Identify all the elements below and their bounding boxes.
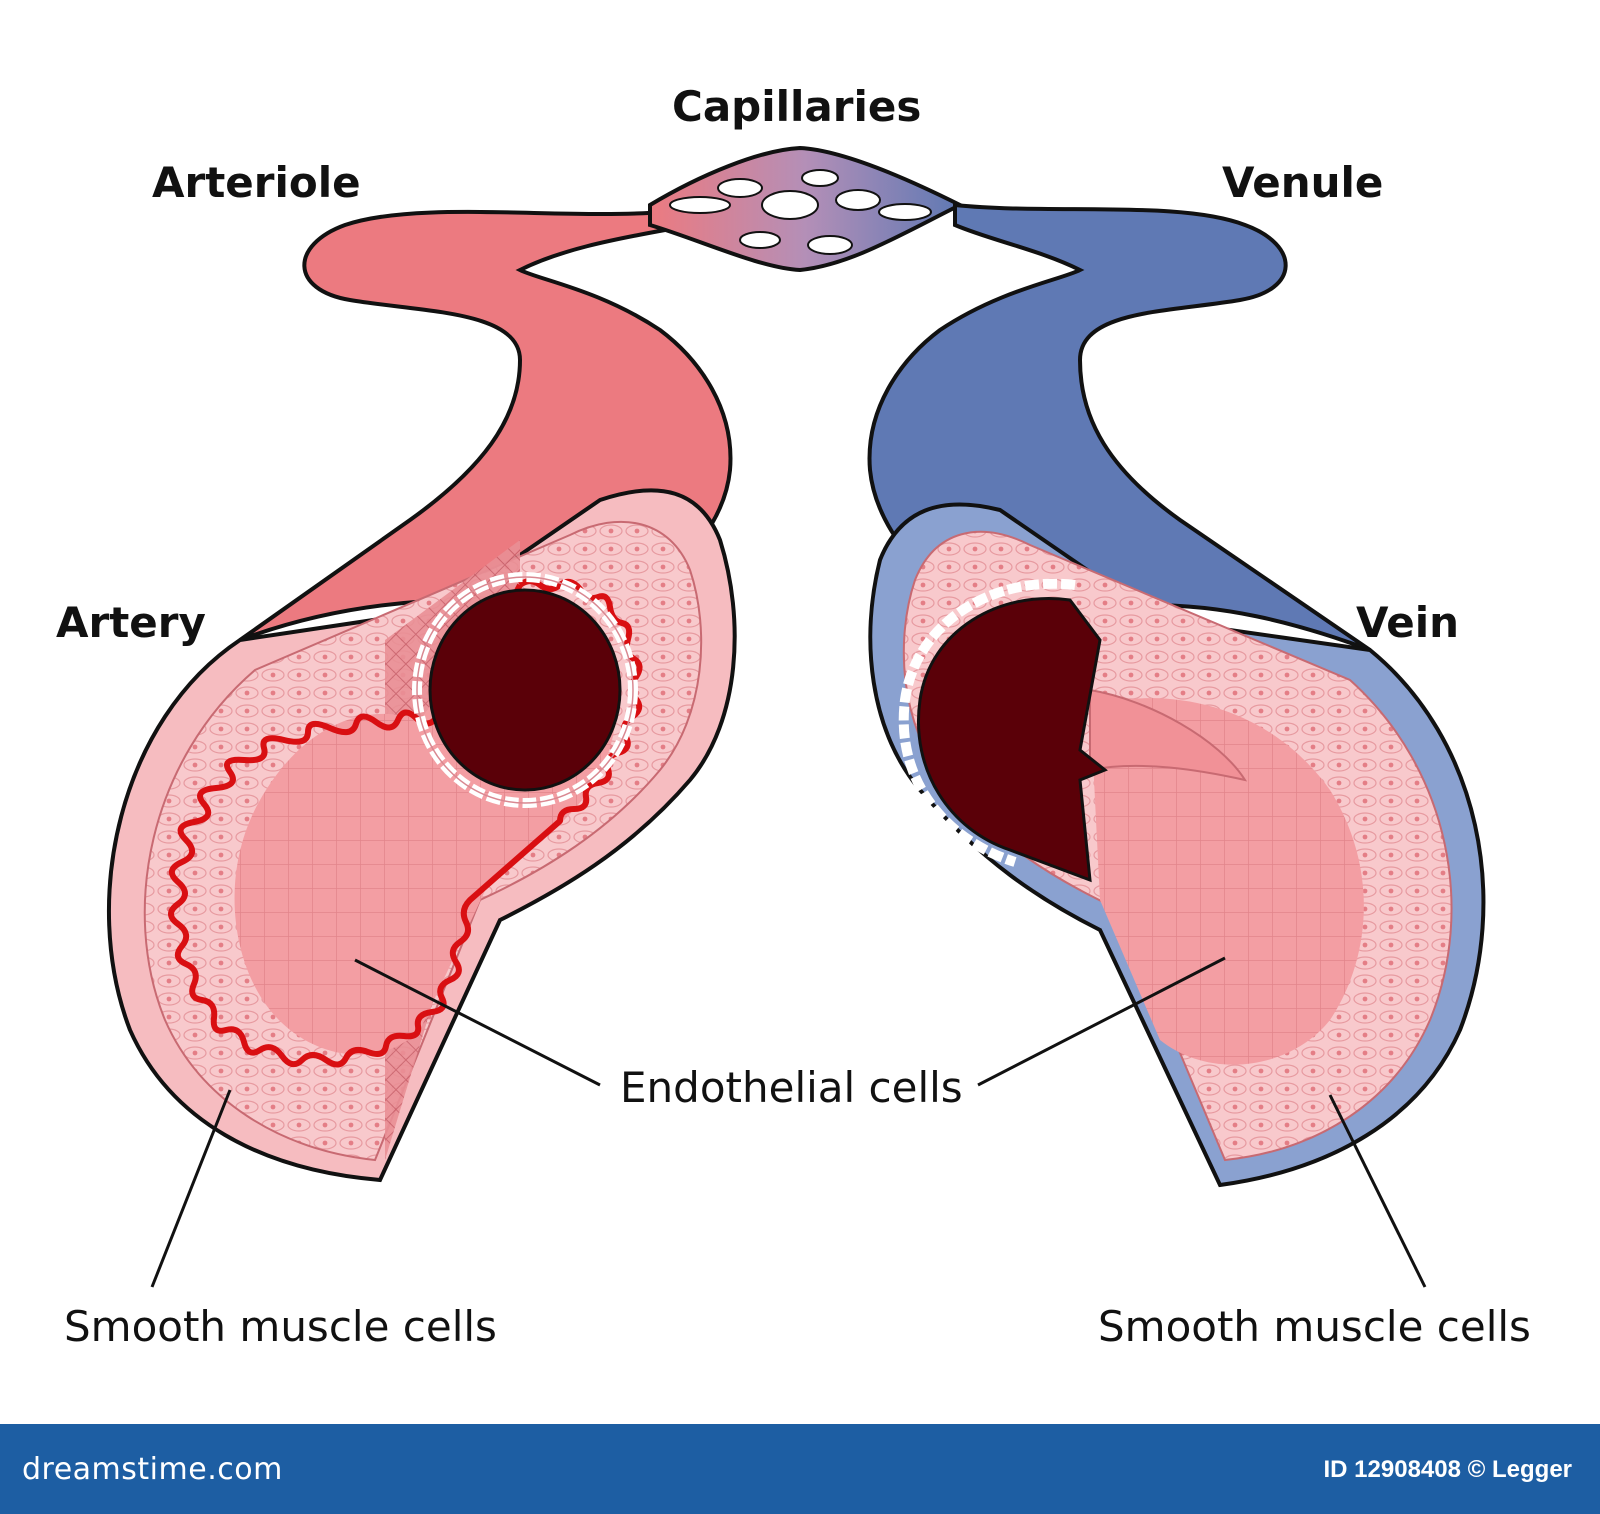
leader-endothelial-right [977,956,1226,1087]
label-venule: Venule [1222,158,1384,207]
capillary-bed [648,145,965,273]
footer-brand: dreamstime.com [22,1452,283,1487]
vein-lumen [917,597,1108,883]
label-smooth-muscle-right: Smooth muscle cells [1098,1302,1531,1351]
label-arteriole: Arteriole [152,158,361,207]
artery-lumen [428,588,622,792]
label-smooth-muscle-left: Smooth muscle cells [64,1302,497,1351]
vein-valve-flap [1089,688,1248,782]
artery-group [106,209,737,1183]
label-vein: Vein [1356,598,1459,647]
label-endothelial-cells: Endothelial cells [620,1063,963,1112]
leader-lines [150,956,1427,1288]
leader-smooth-right [1328,1094,1427,1288]
footer-credit: ID 12908408 © Legger [1323,1456,1572,1483]
leader-endothelial-left [354,958,601,1087]
label-capillaries: Capillaries [672,82,922,131]
vessel-illustration [106,145,1486,1288]
vein-group [867,202,1486,1188]
label-artery: Artery [56,598,206,647]
footer-bar: dreamstime.com ID 12908408 © Legger [0,1424,1600,1514]
leader-smooth-left [150,1089,232,1288]
vein-intima [1090,698,1364,1065]
